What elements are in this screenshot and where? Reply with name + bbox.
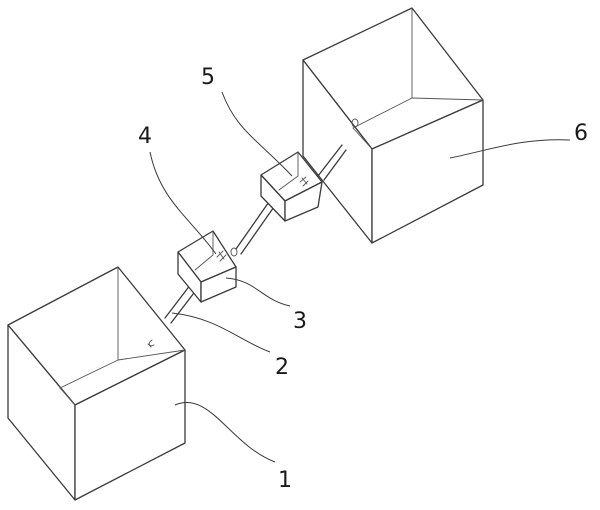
tank-6: [302, 7, 484, 244]
tank-6-inner-floor-left: [352, 127, 373, 150]
tank-1-inner-floor-left: [59, 387, 76, 406]
leader-1: [174, 402, 276, 463]
tank-6-inner-floor-edge: [411, 97, 484, 101]
tank-6-outlet-port: [351, 118, 359, 128]
hopper-5-inner-floor: [278, 175, 299, 191]
tank-1: [7, 266, 186, 501]
label-5: 5: [201, 65, 215, 90]
leader-4: [149, 151, 217, 255]
label-6: 6: [574, 121, 588, 146]
leader-2: [171, 312, 271, 353]
hopper-5: [260, 151, 323, 222]
hopper-3-port: [230, 247, 238, 257]
hopper-5-front-face: [284, 181, 323, 222]
hopper-3-front-face: [200, 266, 237, 303]
pipe-upper-edge-b: [323, 149, 347, 181]
label-4: 4: [138, 124, 152, 149]
label-3: 3: [293, 309, 307, 334]
leader-5: [221, 91, 293, 177]
tank-1-inlet-port: [147, 339, 155, 348]
leader-6: [449, 139, 571, 159]
pipe-upper: [317, 144, 347, 181]
sensor-4-icon: [216, 250, 227, 262]
pipe-upper-edge-a: [317, 144, 343, 177]
pipe-middle-edge-b: [240, 203, 277, 255]
pipe-middle-edge-a: [235, 198, 272, 250]
pipe-middle: [235, 198, 277, 255]
label-1: 1: [278, 468, 292, 493]
label-2: 2: [275, 355, 289, 380]
tank-1-inner-floor-edge: [117, 349, 186, 361]
tank-6-front-face: [371, 99, 484, 244]
hopper-3: [177, 230, 238, 303]
leader-3: [225, 277, 291, 307]
sensor-5-icon: [299, 176, 309, 187]
hopper-3-inner-floor: [194, 254, 214, 271]
tank-1-front-face: [74, 349, 186, 501]
